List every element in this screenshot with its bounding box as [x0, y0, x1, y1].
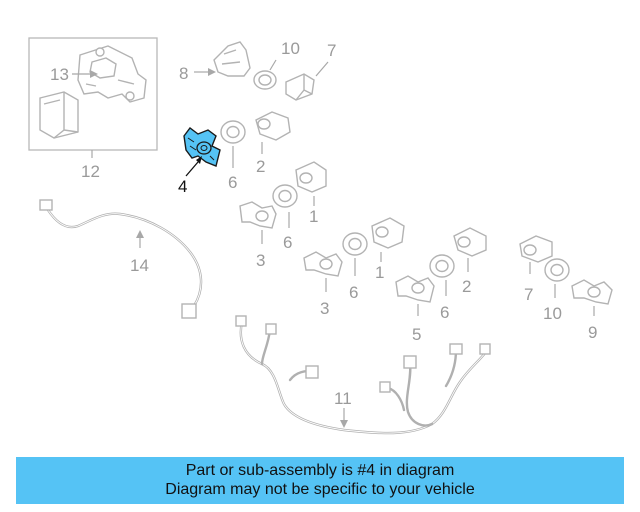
- callout-6-c: 6: [349, 283, 358, 302]
- callout-1-b: 1: [375, 263, 384, 282]
- callout-3-a: 3: [256, 251, 265, 270]
- part-4-sensor-bracket[interactable]: [183, 127, 221, 167]
- callout-2-b: 2: [462, 277, 471, 296]
- banner-line-disclaimer: Diagram may not be specific to your vehi…: [165, 481, 475, 498]
- part-7-sensor-b[interactable]: [519, 235, 553, 263]
- part-10-retainer-ring[interactable]: [253, 70, 277, 90]
- part-6-ring-a[interactable]: [220, 120, 246, 144]
- callout-13: 13: [50, 65, 69, 84]
- part-13-bracket[interactable]: [77, 45, 147, 103]
- part-11-main-harness[interactable]: [235, 315, 491, 435]
- part-3-bracket-b[interactable]: [303, 251, 343, 277]
- part-12-module-box[interactable]: [28, 37, 158, 158]
- callout-11: 11: [334, 389, 352, 408]
- part-2-sensor-b[interactable]: [453, 227, 487, 257]
- part-1-sensor-b[interactable]: [371, 217, 405, 249]
- part-14-wire-harness[interactable]: [39, 199, 203, 319]
- callout-10-top: 10: [281, 39, 300, 58]
- callout-2-a: 2: [256, 157, 265, 176]
- callout-12: 12: [81, 162, 100, 181]
- part-6-ring-c[interactable]: [342, 232, 368, 256]
- part-9-bracket[interactable]: [571, 279, 613, 305]
- part-8-bracket[interactable]: [213, 41, 251, 77]
- callout-6-b: 6: [283, 233, 292, 252]
- callout-1-a: 1: [309, 207, 318, 226]
- callout-9: 9: [588, 323, 597, 342]
- part-6-ring-b[interactable]: [272, 184, 298, 208]
- callout-7-top: 7: [327, 41, 336, 60]
- part-7-sensor-top[interactable]: [285, 73, 315, 101]
- callout-8: 8: [179, 64, 188, 83]
- part-5-bracket[interactable]: [395, 275, 435, 303]
- part-6-ring-d[interactable]: [429, 254, 455, 278]
- part-3-bracket-a[interactable]: [239, 201, 277, 229]
- callout-6-a: 6: [228, 173, 237, 192]
- part-2-sensor-a[interactable]: [255, 111, 291, 141]
- part-12-control-module[interactable]: [39, 91, 79, 139]
- callout-5: 5: [412, 325, 421, 344]
- banner-line-part-number: Part or sub-assembly is #4 in diagram: [185, 462, 455, 479]
- callout-3-b: 3: [320, 299, 329, 318]
- callout-14: 14: [130, 256, 149, 275]
- part-1-sensor-a[interactable]: [295, 161, 327, 193]
- callout-4: 4: [178, 177, 187, 196]
- callout-7-b: 7: [524, 285, 533, 304]
- info-banner: Part or sub-assembly is #4 in diagram Di…: [16, 457, 624, 504]
- callout-6-d: 6: [440, 303, 449, 322]
- callout-10-b: 10: [543, 304, 562, 323]
- part-10-ring-b[interactable]: [544, 258, 570, 282]
